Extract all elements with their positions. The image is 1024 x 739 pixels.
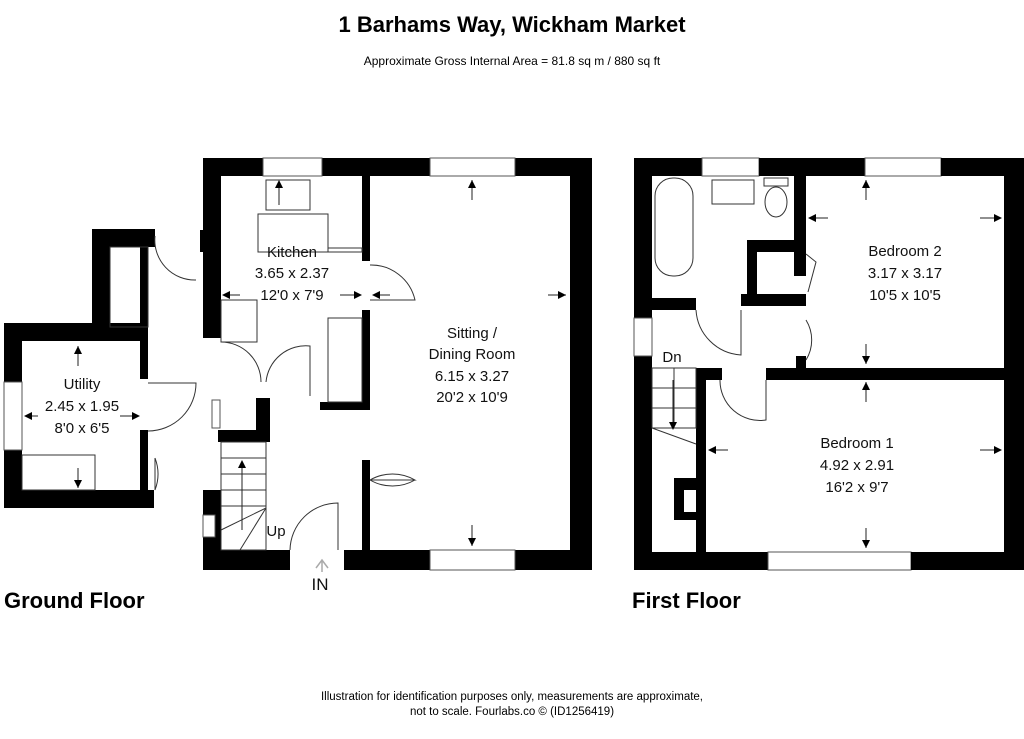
svg-text:10'5 x 10'5: 10'5 x 10'5	[869, 287, 941, 304]
svg-text:Dining Room: Dining Room	[429, 346, 516, 363]
stairs-up-label: Up	[266, 523, 285, 540]
room-label-sitting-dining: Sitting / Dining Room 6.15 x 3.27 20'2 x…	[429, 325, 516, 406]
gross-area-text: Approximate Gross Internal Area = 81.8 s…	[363, 54, 661, 68]
svg-text:Bedroom 1: Bedroom 1	[820, 435, 893, 452]
disclaimer: Illustration for identification purposes…	[0, 690, 1024, 720]
svg-text:Sitting /: Sitting /	[447, 325, 498, 342]
disclaimer-line-1: Illustration for identification purposes…	[320, 691, 704, 703]
svg-text:3.17 x 3.17: 3.17 x 3.17	[868, 265, 942, 282]
svg-text:20'2 x 10'9: 20'2 x 10'9	[436, 389, 508, 406]
svg-text:Bedroom 2: Bedroom 2	[868, 243, 941, 260]
disclaimer-line-2: not to scale. Fourlabs.co © (ID1256419)	[409, 706, 615, 718]
room-label-utility: Utility 2.45 x 1.95 8'0 x 6'5	[45, 376, 119, 437]
svg-text:8'0 x 6'5: 8'0 x 6'5	[55, 420, 110, 437]
room-label-bedroom-1: Bedroom 1 4.92 x 2.91 16'2 x 9'7	[820, 435, 894, 496]
svg-text:6.15 x 3.27: 6.15 x 3.27	[435, 368, 509, 385]
svg-text:4.92 x 2.91: 4.92 x 2.91	[820, 457, 894, 474]
stairs-down-label: Dn	[662, 349, 681, 366]
svg-text:3.65 x 2.37: 3.65 x 2.37	[255, 265, 329, 282]
svg-text:2.45 x 1.95: 2.45 x 1.95	[45, 398, 119, 415]
property-title: 1 Barhams Way, Wickham Market	[338, 12, 686, 37]
svg-text:16'2 x 9'7: 16'2 x 9'7	[825, 479, 888, 496]
room-label-bedroom-2: Bedroom 2 3.17 x 3.17 10'5 x 10'5	[868, 243, 942, 304]
ground-floor-plan	[3, 157, 592, 572]
svg-text:Kitchen: Kitchen	[267, 244, 317, 261]
ground-floor-label: Ground Floor	[4, 588, 145, 613]
room-label-kitchen: Kitchen 3.65 x 2.37 12'0 x 7'9	[255, 244, 329, 304]
entrance-label: IN	[312, 575, 329, 594]
first-floor-plan	[633, 157, 1024, 571]
svg-text:Utility: Utility	[64, 376, 101, 393]
svg-text:12'0 x 7'9: 12'0 x 7'9	[260, 287, 323, 304]
first-floor-label: First Floor	[632, 588, 741, 613]
